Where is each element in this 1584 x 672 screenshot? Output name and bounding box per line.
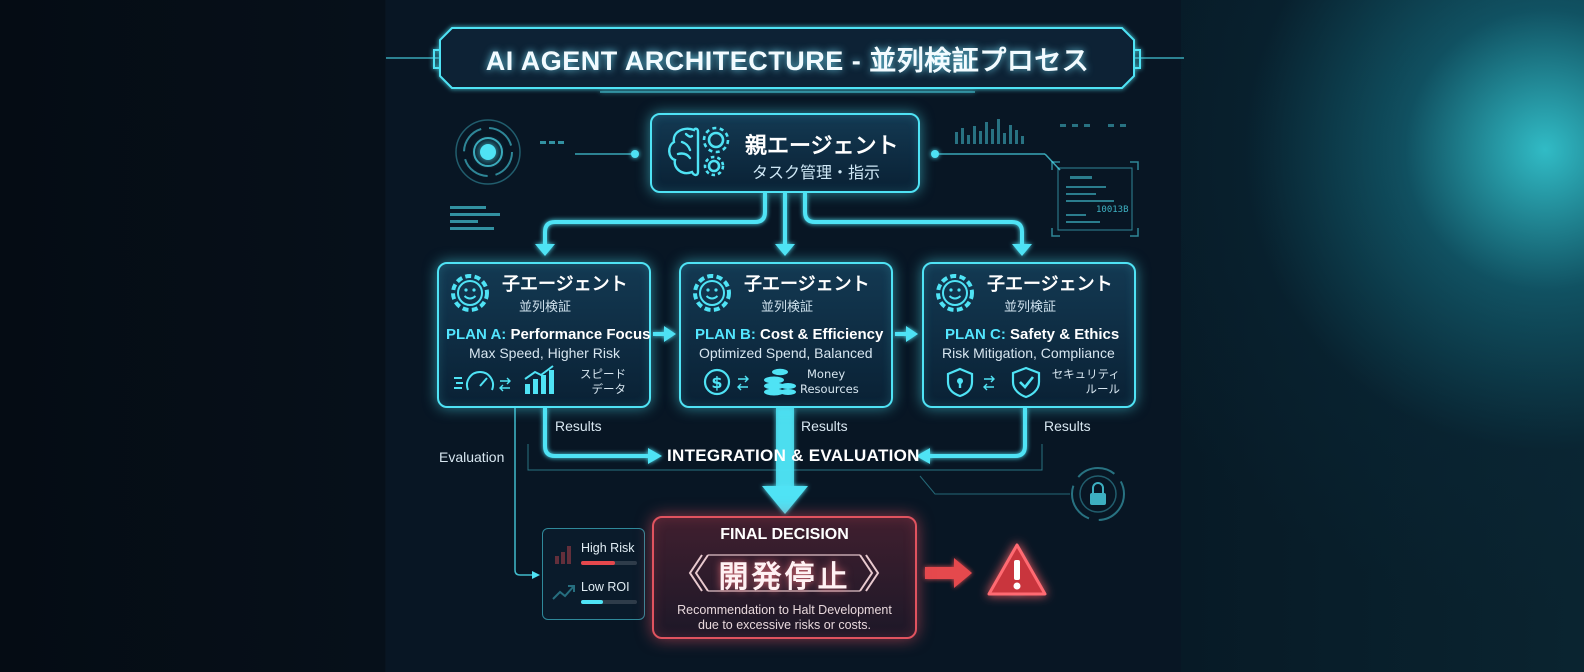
- child-a-mini-labels: スピードデータ: [560, 367, 626, 397]
- coin-stack-icon: [764, 368, 796, 396]
- integration-label: INTEGRATION & EVALUATION: [667, 446, 920, 465]
- check-shield-icon: [1011, 366, 1041, 399]
- page-title: AI AGENT ARCHITECTURE - 並列検証プロセス: [485, 45, 1090, 76]
- lock-hud: [1071, 467, 1125, 521]
- child-c-mini-label-2: ルール: [1085, 382, 1121, 396]
- dollar-coin-icon: $: [703, 368, 749, 396]
- title-plate: [433, 27, 1141, 93]
- child-b-mini-label-1: Money: [807, 367, 846, 381]
- child-b-mini-label-2: Resources: [800, 382, 859, 396]
- hud-code-readout: 10013B: [1096, 205, 1129, 215]
- child-b-title: 子エージェント: [744, 274, 870, 295]
- final-decision-title: FINAL DECISION: [720, 526, 849, 543]
- child-sequence-arrows: [653, 326, 918, 342]
- metric-label-high-risk: High Risk: [581, 541, 635, 555]
- gear-face-icon: [693, 274, 731, 312]
- data-panel-hud: [1051, 161, 1139, 237]
- speedometer-icon: [454, 371, 511, 392]
- final-decision-value: 開発停止: [718, 560, 851, 595]
- results-arrowhead-left: [648, 448, 662, 464]
- child-b-plan-name: Cost & Efficiency: [760, 326, 884, 343]
- child-b-plan-key: PLAN B:: [695, 326, 756, 343]
- results-arrowhead-right: [916, 448, 930, 464]
- child-b-description: Optimized Spend, Balanced: [699, 345, 873, 361]
- center-flow-arrow: [762, 408, 808, 514]
- evaluation-arrowhead: [532, 571, 540, 579]
- svg-text:$: $: [711, 373, 722, 392]
- lock-shield-icon: [946, 367, 995, 398]
- left-dash-hud: [450, 141, 564, 230]
- warning-icon: [987, 543, 1047, 596]
- evaluation-line: [514, 408, 535, 576]
- data-panel-lines: [1066, 176, 1114, 223]
- child-a-mini-label-1: スピード: [580, 367, 626, 381]
- final-recommendation-line2: due to excessive risks or costs.: [698, 618, 871, 632]
- gear-face-icon: [451, 274, 489, 312]
- child-a-plan: PLAN A: Performance Focus: [446, 326, 651, 343]
- child-c-mini-label-1: セキュリティ: [1051, 367, 1120, 381]
- parent-agent-subtitle: タスク管理・指示: [752, 163, 881, 182]
- radar-hud: [455, 119, 521, 185]
- results-connectors: [543, 408, 1027, 458]
- child-c-subtitle: 並列検証: [1004, 300, 1057, 315]
- high-risk-bar: [581, 561, 637, 565]
- integration-frame: [527, 444, 1043, 471]
- results-label-b: Results: [801, 418, 848, 434]
- child-a-mini-label-2: データ: [591, 382, 627, 396]
- final-recommendation-line1: Recommendation to Halt Development: [677, 603, 892, 617]
- brain-gears-icon: [668, 126, 730, 177]
- child-a-title: 子エージェント: [502, 274, 628, 295]
- growth-chart-icon: [524, 365, 554, 394]
- low-roi-bar: [581, 600, 637, 604]
- child-c-plan: PLAN C: Safety & Ethics: [945, 326, 1119, 343]
- child-a-subtitle: 並列検証: [519, 300, 572, 315]
- arrowheads-down: [535, 244, 1032, 256]
- low-roi-bar-fill: [581, 600, 604, 604]
- metrics-panel: [542, 528, 645, 620]
- high-risk-bar-fill: [581, 561, 615, 565]
- results-label-a: Results: [555, 418, 602, 434]
- gear-face-icon: [936, 274, 974, 312]
- parent-agent-title: 親エージェント: [745, 134, 899, 159]
- metric-label-low-roi: Low ROI: [581, 580, 630, 594]
- halt-arrow: [925, 558, 972, 588]
- parent-agent-box: [650, 113, 920, 193]
- child-a-plan-key: PLAN A:: [446, 326, 507, 343]
- results-label-c: Results: [1044, 418, 1091, 434]
- evaluation-label: Evaluation: [439, 449, 505, 465]
- child-b-subtitle: 並列検証: [761, 300, 814, 315]
- child-a-plan-name: Performance Focus: [510, 326, 651, 343]
- child-a-description: Max Speed, Higher Risk: [469, 345, 620, 361]
- child-b-plan: PLAN B: Cost & Efficiency: [695, 326, 883, 343]
- parent-to-children-arrows: [543, 193, 1024, 246]
- child-c-plan-name: Safety & Ethics: [1010, 326, 1120, 343]
- child-c-title: 子エージェント: [987, 274, 1113, 295]
- final-decision-box: [652, 516, 917, 639]
- child-c-mini-labels: セキュリティルール: [1044, 367, 1120, 397]
- child-c-plan-key: PLAN C:: [945, 326, 1006, 343]
- signal-bars-hud: [955, 119, 1126, 144]
- decision-frame-icon: [688, 554, 880, 592]
- child-c-description: Risk Mitigation, Compliance: [942, 345, 1115, 361]
